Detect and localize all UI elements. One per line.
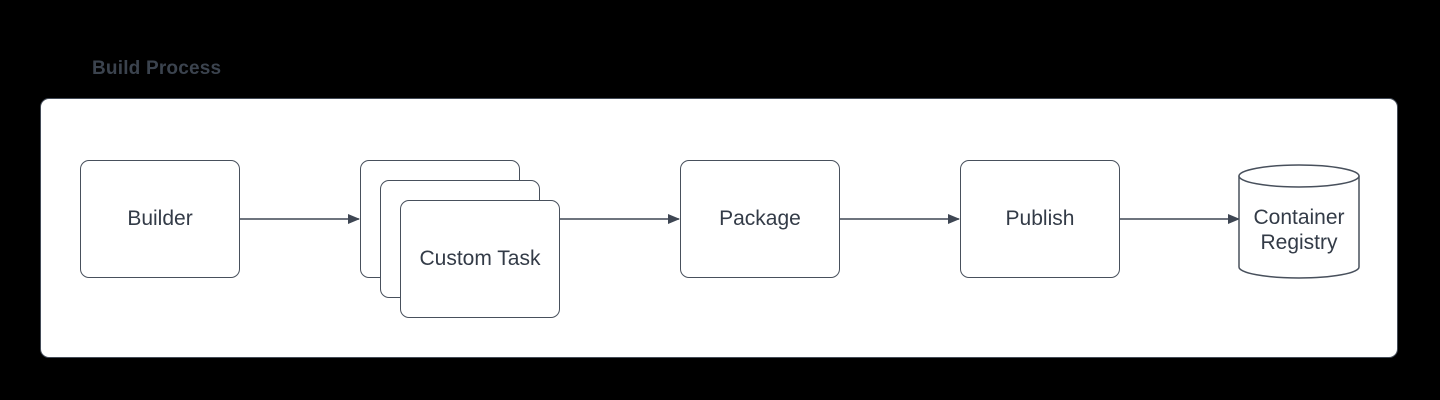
node-publish[interactable]: Publish xyxy=(960,160,1120,278)
node-builder[interactable]: Builder xyxy=(80,160,240,278)
node-container-registry[interactable]: Container Registry xyxy=(1237,163,1361,281)
node-package-label: Package xyxy=(719,207,801,230)
node-package[interactable]: Package xyxy=(680,160,840,278)
node-custom-task-label: Custom Task xyxy=(419,247,541,270)
cylinder-shape-icon xyxy=(1238,164,1360,279)
node-publish-label: Publish xyxy=(1005,207,1075,230)
node-custom-task[interactable]: Custom Task xyxy=(400,200,560,318)
diagram-title: Build Process xyxy=(92,58,222,79)
node-container-registry-label: Container Registry xyxy=(1253,206,1345,254)
node-builder-label: Builder xyxy=(127,207,193,230)
